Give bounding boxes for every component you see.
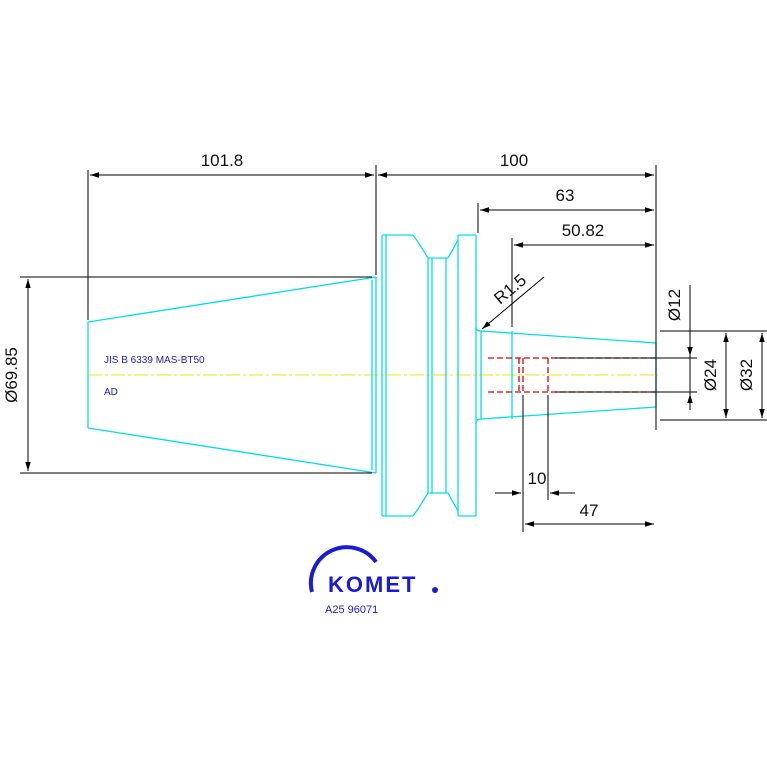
dim-63: 63 xyxy=(556,186,575,205)
dim-100: 100 xyxy=(500,151,528,170)
form-note: AD xyxy=(104,387,118,398)
dim-radius: R1.5 xyxy=(490,270,530,308)
logo-text: KOMET xyxy=(328,572,417,597)
dim-dia-32: Ø32 xyxy=(737,359,756,391)
dim-101-8: 101.8 xyxy=(201,151,244,170)
dim-10: 10 xyxy=(528,469,547,488)
dim-47: 47 xyxy=(580,501,599,520)
dim-dia-69-85: Ø69.85 xyxy=(2,347,21,403)
dim-dia-24: Ø24 xyxy=(701,359,720,391)
standard-note: JIS B 6339 MAS-BT50 xyxy=(104,355,205,366)
dim-50-82: 50.82 xyxy=(562,221,605,240)
komet-logo: KOMET xyxy=(308,545,438,597)
dim-dia-12: Ø12 xyxy=(665,289,684,321)
dimension-lines xyxy=(20,165,767,532)
taper-cone xyxy=(87,276,377,474)
flange xyxy=(381,234,477,517)
part-number: A25 96071 xyxy=(325,604,378,616)
